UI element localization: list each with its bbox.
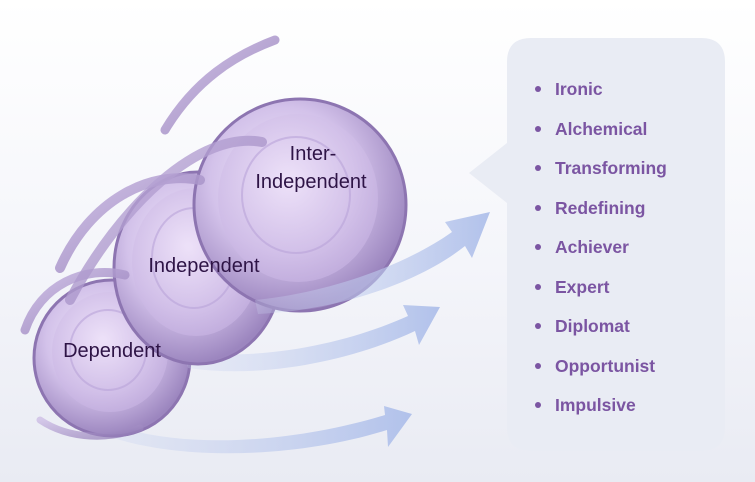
level-item: Impulsive (531, 392, 667, 432)
level-item: Diplomat (531, 313, 667, 353)
stage-label-inter-line2: Independent (255, 171, 367, 193)
level-item: Alchemical (531, 116, 667, 156)
bullet-icon (535, 323, 541, 329)
level-item: Redefining (531, 195, 667, 235)
bullet-icon (535, 125, 541, 132)
bullet-icon (535, 402, 541, 408)
bullet-icon (535, 86, 541, 92)
level-item: Transforming (531, 155, 667, 195)
level-label: Achiever (555, 237, 629, 257)
bullet-icon (535, 204, 541, 211)
level-label: Alchemical (555, 118, 648, 139)
bullet-icon (535, 165, 541, 171)
level-label: Opportunist (555, 355, 656, 376)
callout-background (469, 38, 725, 451)
level-item: Achiever (531, 234, 667, 274)
stage-circle-inter-independent (192, 97, 408, 313)
stage-label-independent: Independent (148, 255, 260, 277)
stage-label-inter-line1: Inter- (290, 143, 337, 165)
level-item: Ironic (531, 76, 667, 116)
level-item: Expert (531, 274, 667, 314)
growth-arrow-bottom (92, 406, 412, 454)
bullet-icon (535, 244, 541, 250)
spiral-ribbon (20, 35, 280, 440)
bullet-icon (535, 362, 541, 369)
level-label: Ironic (555, 79, 603, 99)
growth-arrow-middle (185, 305, 440, 372)
growth-arrow-top (255, 212, 490, 314)
level-item: Opportunist (531, 353, 667, 393)
level-label: Transforming (555, 158, 667, 178)
level-label: Expert (555, 276, 610, 297)
bullet-icon (535, 283, 541, 290)
level-label: Redefining (555, 197, 646, 218)
stage-label-dependent: Dependent (63, 340, 161, 362)
level-label: Impulsive (555, 395, 636, 415)
level-label: Diplomat (555, 316, 630, 336)
